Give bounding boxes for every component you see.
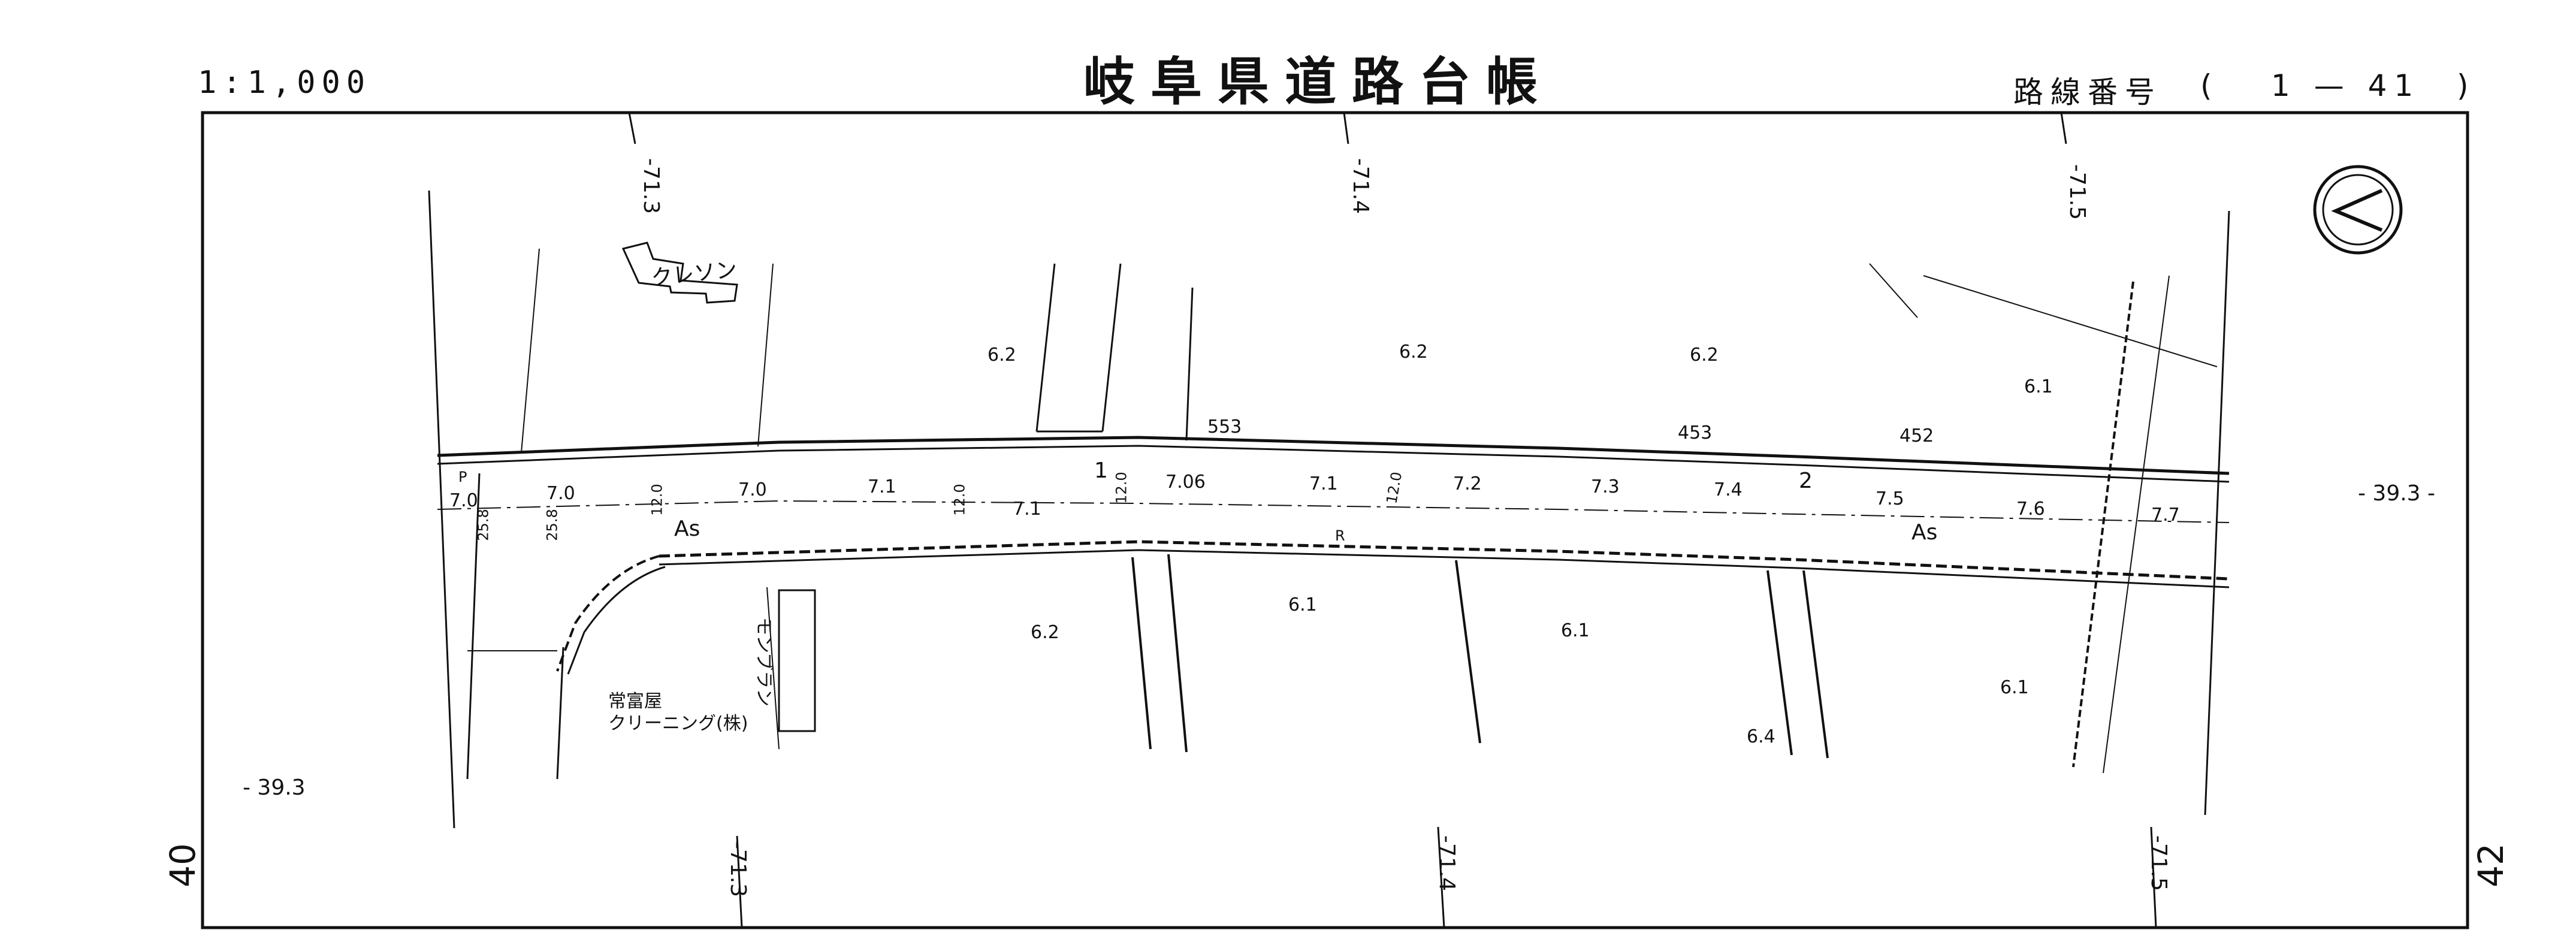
road-elev-11: 7.5: [1876, 488, 1904, 509]
route-label: 路線番号: [2013, 75, 2162, 110]
grid-label-top-1: -71.3: [639, 158, 664, 215]
route-close-paren: ): [2457, 68, 2476, 103]
road-elev-12: 7.6: [2016, 499, 2045, 520]
grid-label-top-3: -71.5: [2065, 164, 2090, 221]
grid-label-left-y: - 39.3: [243, 775, 306, 800]
road-elev-9: 7.3: [1591, 476, 1620, 497]
land-elev-3: 6.2: [1690, 345, 1719, 366]
land-elev-2: 6.2: [1399, 342, 1428, 363]
land-elev-8: 6.1: [2000, 677, 2029, 698]
land-elev-5: 6.2: [1031, 622, 1059, 643]
land-elev-6: 6.1: [1288, 594, 1317, 615]
building-cleaning: クリーニング(株): [608, 713, 748, 734]
width-120a: 12.0: [648, 484, 666, 516]
width-120c: 12.0: [1113, 472, 1130, 504]
road-elev-10: 7.4: [1714, 479, 1743, 500]
road-elev-2: 7.0: [546, 483, 575, 504]
land-elev-7: 6.1: [1561, 620, 1590, 641]
station-2: 2: [1799, 469, 1813, 493]
road-elev-8: 7.2: [1453, 473, 1482, 494]
grid-label-top-2: -71.4: [1348, 158, 1373, 215]
lot-553: 553: [1207, 416, 1242, 437]
road-elev-6: 7.06: [1165, 472, 1206, 493]
road-elev-7: 7.1: [1309, 473, 1338, 494]
marker-p: P: [458, 469, 467, 485]
grid-label-right-y: - 39.3 -: [2358, 481, 2436, 506]
lot-453: 453: [1678, 422, 1713, 443]
grid-label-bottom-1: -71.3: [726, 841, 751, 898]
building-monbuuran: モンブラン: [753, 617, 774, 707]
map-title: 岐阜県道路台帳: [1083, 52, 1553, 112]
scale-label: 1:1,000: [198, 65, 372, 101]
land-elev-1: 6.2: [987, 345, 1016, 366]
route-number: 1 — 41: [2271, 68, 2421, 103]
grid-label-bottom-2: -71.4: [1435, 835, 1460, 892]
road-elev-1: 7.0: [449, 490, 478, 511]
adjacent-sheet-right: 42: [2470, 843, 2511, 887]
road-elev-4: 7.1: [868, 476, 896, 497]
pavement-label-right: As: [1911, 520, 1938, 545]
building-tomiya: 常富屋: [608, 691, 662, 712]
width-258b: 25.8: [543, 509, 561, 541]
width-258a: 25.8: [475, 509, 492, 541]
lot-452: 452: [1899, 425, 1934, 446]
station-1: 1: [1094, 458, 1108, 483]
road-elev-13: 7.7: [2151, 505, 2180, 526]
land-elev-4: 6.1: [2024, 376, 2053, 397]
marker-r: R: [1335, 527, 1345, 544]
road-elev-3: 7.0: [738, 479, 767, 500]
grid-label-bottom-3: -71.5: [2146, 835, 2172, 892]
width-120b: 12.0: [951, 484, 968, 516]
adjacent-sheet-left: 40: [162, 843, 203, 887]
road-elev-5: 7.1: [1013, 499, 1041, 520]
land-elev-9: 6.4: [1747, 726, 1775, 747]
route-open-paren: (: [2200, 68, 2219, 103]
pavement-label-left: As: [674, 517, 700, 541]
